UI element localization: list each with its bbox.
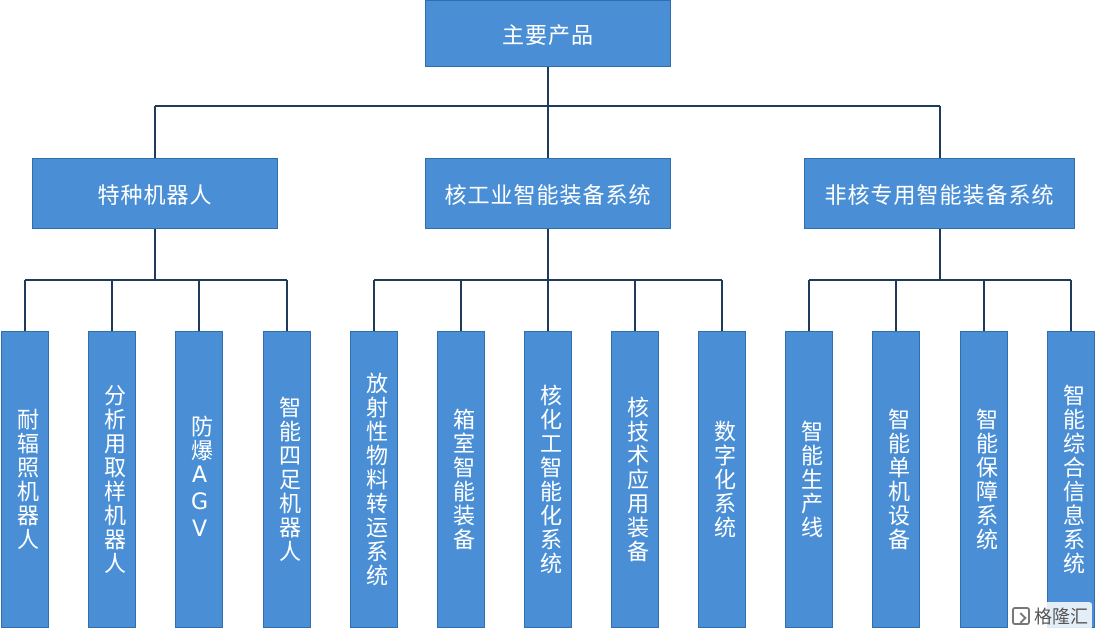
leaf-node: 放射性物料转运系统 (350, 331, 398, 628)
root-node: 主要产品 (425, 0, 671, 67)
leaf-node: 分析用取样机器人 (88, 331, 136, 628)
watermark-text: 格隆汇 (1034, 607, 1088, 628)
leaf-node: 防爆AGV (175, 331, 223, 628)
leaf-node: 智能保障系统 (960, 331, 1008, 628)
leaf-node: 智能单机设备 (872, 331, 920, 628)
leaf-node: 智能四足机器人 (263, 331, 311, 628)
watermark: 格隆汇 (1008, 602, 1092, 630)
leaf-node: 箱室智能装备 (437, 331, 485, 628)
leaf-node: 数字化系统 (698, 331, 746, 628)
logo-icon (1012, 607, 1030, 625)
branch-node-nuclear-equipment: 核工业智能装备系统 (425, 158, 671, 229)
branch-node-non-nuclear-equipment: 非核专用智能装备系统 (804, 158, 1075, 229)
leaf-node: 核化工智能化系统 (524, 331, 572, 628)
leaf-node: 智能生产线 (785, 331, 833, 628)
leaf-node: 核技术应用装备 (611, 331, 659, 628)
branch-node-special-robots: 特种机器人 (32, 158, 278, 229)
leaf-node: 智能综合信息系统 (1047, 331, 1095, 628)
leaf-node: 耐辐照机器人 (1, 331, 49, 628)
